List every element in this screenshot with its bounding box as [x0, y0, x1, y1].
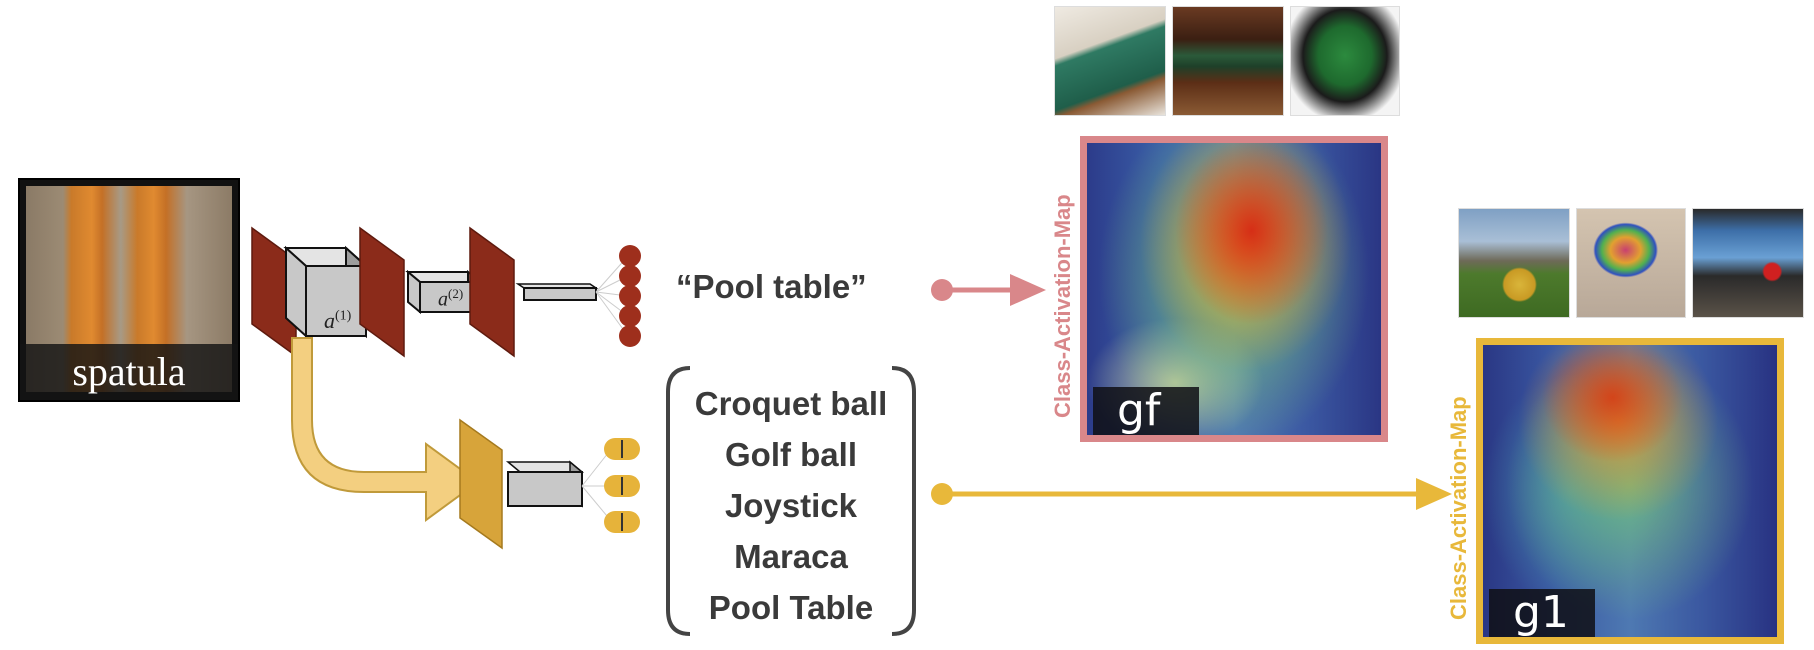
candidate-class-list: Croquet ball Golf ball Joystick Maraca P… [680, 378, 902, 633]
heatmap-overlay [1483, 345, 1777, 637]
main-prediction-label: “Pool table” [676, 268, 867, 305]
neuron [619, 265, 641, 287]
candidate-class-item: Maraca [734, 538, 848, 575]
input-image: spatula [18, 178, 240, 402]
heatmap-overlay [1087, 143, 1381, 435]
croquet-ball-thumbnail [1458, 208, 1570, 318]
candidate-class-item: Croquet ball [694, 385, 888, 422]
output-neurons-aux [604, 438, 640, 533]
activation-cube-1 [283, 245, 369, 339]
neuron [619, 285, 641, 307]
activation-superscript-2: (2) [448, 286, 464, 301]
auxiliary-conv-layer [459, 418, 503, 550]
activation-symbol-2: a [438, 288, 448, 311]
input-image-caption: spatula [20, 344, 238, 400]
candidate-class-item: Joystick [724, 487, 858, 524]
candidate-class-item: Golf ball [725, 436, 857, 473]
cam-top-tag: gf [1093, 387, 1199, 435]
feature-vector-main [515, 283, 599, 301]
candidate-bracket [666, 366, 916, 636]
class-activation-map-bottom: g1 [1476, 338, 1784, 644]
activation-label-2: a(2) [438, 286, 463, 312]
activation-label-1: a(1) [324, 308, 351, 334]
cam-bottom-side-label: Class-Activation-Map [1446, 396, 1471, 620]
activation-superscript-1: (1) [335, 308, 352, 324]
arrow-to-cam-top [931, 274, 1046, 306]
auxiliary-branch-arrow [291, 337, 480, 522]
activation-symbol-1: a [324, 308, 335, 333]
neuron [619, 245, 641, 267]
conv-layer-3 [469, 226, 515, 358]
pool-table-thumbnail-3 [1290, 6, 1400, 116]
neuron [619, 305, 641, 327]
maraca-thumbnail [1576, 208, 1686, 318]
class-activation-map-top: gf [1080, 136, 1388, 442]
neuron [619, 325, 641, 347]
cam-bottom-tag: g1 [1489, 589, 1595, 637]
pool-table-thumbnail-2 [1172, 6, 1284, 116]
pool-table-thumbnail-1 [1054, 6, 1166, 116]
arrow-to-cam-bottom [931, 478, 1452, 510]
auxiliary-feature-block [505, 460, 585, 508]
output-neurons-main [619, 245, 641, 347]
joystick-thumbnail [1692, 208, 1804, 318]
candidate-class-item: Pool Table [708, 589, 874, 626]
cam-top-side-label: Class-Activation-Map [1050, 194, 1075, 418]
conv-layer-2 [359, 226, 405, 358]
